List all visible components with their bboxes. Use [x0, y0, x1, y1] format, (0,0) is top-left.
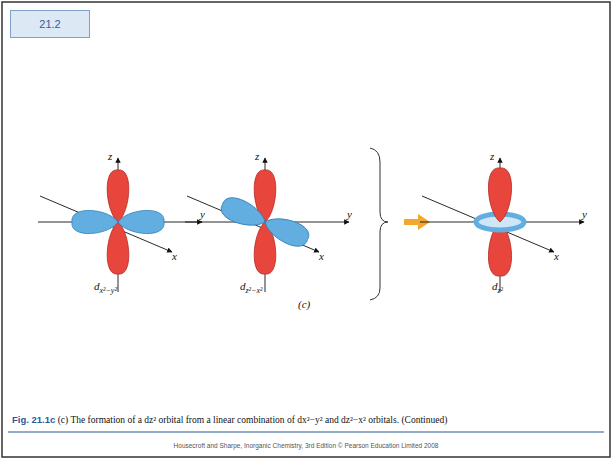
copyright-note: Housecroft and Sharpe, Inorganic Chemist… [174, 442, 439, 449]
caption-rule [8, 431, 604, 432]
axis-label: x [319, 250, 324, 262]
orbital-lobe [261, 211, 312, 250]
orbital-lobe [107, 222, 129, 274]
slide-number-box: 21.2 [10, 10, 90, 38]
panel-letter: (c) [298, 298, 310, 310]
axis-label: x [172, 250, 177, 262]
axis-label: z [490, 150, 494, 162]
axis-label: x [554, 250, 559, 262]
axis-line [40, 196, 172, 252]
orbital-lobe [218, 194, 269, 233]
axis-label: y [347, 208, 352, 220]
bracket [370, 148, 388, 300]
axis-label: y [200, 208, 205, 220]
axis-label: z [108, 150, 112, 162]
orbital-name: dz²−x² [240, 280, 262, 295]
orbital-lobe [118, 210, 164, 233]
orbital-lobe [107, 170, 129, 222]
axis-label: y [582, 208, 587, 220]
orbital-name: dz² [492, 280, 503, 295]
orbital-lobe [72, 210, 118, 233]
figure-caption: Fig. 21.1c (c) The formation of a dz² or… [12, 414, 447, 425]
axis-line [422, 196, 554, 252]
axis-label: z [255, 150, 259, 162]
orbital-lobe [488, 168, 511, 222]
orbital-name: dx²−y² [94, 280, 117, 295]
slide-number: 21.2 [39, 18, 60, 30]
